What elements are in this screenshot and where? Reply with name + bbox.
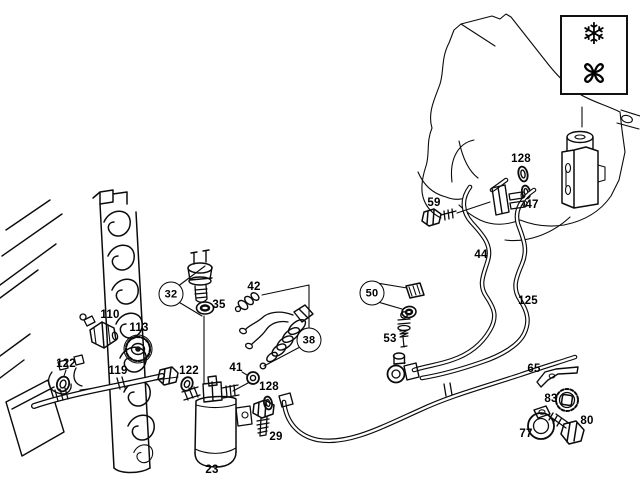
bolt-59 (421, 201, 491, 227)
hose-119 (31, 366, 179, 409)
service-valve-elbow (386, 352, 420, 384)
o-ring-122-right (180, 376, 194, 392)
bracket-65 (536, 366, 579, 388)
condenser-end-panel (5, 379, 65, 457)
part-label-122-right: 122 (179, 365, 199, 377)
pipe-to-expansion-valve (489, 177, 509, 193)
part-label-44: 44 (474, 249, 488, 261)
drier-outlet-pipe (281, 354, 578, 444)
part-label-65: 65 (527, 363, 541, 375)
nut-83 (555, 388, 579, 412)
part-label-77: 77 (519, 428, 533, 440)
receiver-drier-23 (181, 375, 253, 468)
part-label-110: 110 (100, 309, 120, 321)
o-ring-128-bottom (263, 395, 273, 411)
part-label-128-top: 128 (511, 153, 531, 165)
bolt-80 (548, 412, 585, 445)
connector-42 (234, 284, 310, 329)
condenser (0, 189, 179, 474)
pressure-switch-38 (238, 304, 314, 370)
condenser-fins (0, 199, 63, 379)
washer-35 (195, 301, 215, 315)
engine-outline (417, 13, 640, 242)
seal-50 (401, 305, 417, 319)
part-label-29: 29 (269, 431, 283, 443)
part-label-32: 32 (158, 281, 184, 307)
part-label-113: 113 (129, 322, 149, 334)
pipe-125 (419, 187, 537, 381)
leader-50 (376, 282, 408, 310)
pipe-44 (411, 184, 497, 373)
part-label-47: 47 (525, 199, 539, 211)
part-label-80: 80 (580, 415, 594, 427)
temp-switch-32 (176, 249, 213, 384)
washer-41 (232, 371, 260, 392)
valve-core-53 (397, 311, 411, 348)
valve-110 (79, 313, 119, 349)
part-label-41: 41 (229, 362, 243, 374)
expansion-valve (561, 130, 606, 209)
condenser-bracket-pins (57, 354, 85, 371)
part-label-35: 35 (212, 299, 226, 311)
part-label-59: 59 (427, 197, 441, 209)
part-label-122-left: 122 (56, 358, 76, 370)
o-ring-128-top (517, 165, 529, 183)
cap-50 (405, 282, 425, 299)
ac-legend-box: ❄ (560, 15, 628, 95)
part-label-125: 125 (518, 295, 538, 307)
clamp-77 (527, 405, 555, 440)
part-label-50: 50 (359, 280, 385, 306)
part-label-128-bottom: 128 (259, 381, 279, 393)
pipe-flange-fitting (491, 184, 528, 216)
part-label-53: 53 (383, 333, 397, 345)
part-label-38: 38 (296, 327, 322, 353)
fan-icon (584, 63, 604, 83)
part-label-42: 42 (247, 281, 261, 293)
snowflake-icon: ❄ (581, 18, 607, 51)
part-label-23: 23 (205, 464, 219, 476)
part-label-119: 119 (108, 365, 128, 377)
drier-pipe-nut (278, 392, 294, 408)
o-ring-122-left (55, 369, 71, 393)
part-label-83: 83 (544, 393, 558, 405)
cap-113 (123, 334, 153, 364)
